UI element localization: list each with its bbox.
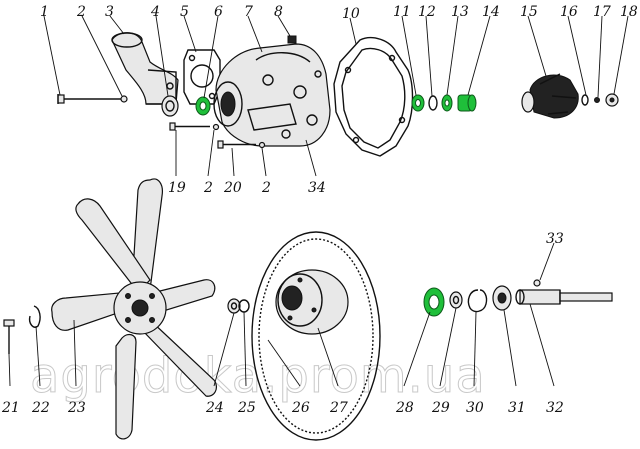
part-2-washer bbox=[120, 95, 128, 103]
label-30: 30 bbox=[466, 400, 484, 416]
part-24-washer bbox=[227, 298, 241, 314]
label-4: 4 bbox=[150, 4, 160, 20]
part-19-bolt bbox=[169, 122, 210, 131]
part-16-washer bbox=[581, 94, 589, 106]
part-6-seal-highlighted bbox=[195, 96, 211, 116]
part-8-plug bbox=[287, 35, 297, 44]
label-33: 33 bbox=[546, 231, 564, 247]
part-29-ring bbox=[449, 291, 463, 309]
label-34: 34 bbox=[308, 180, 326, 196]
label-24: 24 bbox=[205, 400, 224, 416]
label-14: 14 bbox=[482, 4, 500, 20]
part-17-ball bbox=[594, 97, 600, 103]
part-21-bolt bbox=[3, 319, 15, 354]
label-29: 29 bbox=[431, 400, 450, 416]
part-18-nut bbox=[605, 93, 619, 107]
label-1: 1 bbox=[40, 4, 49, 20]
label-3: 3 bbox=[105, 4, 114, 20]
label-23: 23 bbox=[67, 400, 86, 416]
label-26: 26 bbox=[291, 400, 310, 416]
part-3-outlet-elbow bbox=[111, 32, 179, 105]
part-4-ring bbox=[161, 95, 179, 117]
label-5: 5 bbox=[180, 4, 189, 20]
label-28: 28 bbox=[395, 400, 414, 416]
label-20: 20 bbox=[223, 180, 242, 196]
part-23-fan bbox=[51, 178, 218, 440]
part-22-lock-washer bbox=[28, 305, 41, 328]
label-15: 15 bbox=[520, 4, 538, 20]
part-32-shaft bbox=[515, 289, 613, 305]
label-19: 19 bbox=[168, 180, 186, 196]
part-26-v-belt bbox=[251, 231, 381, 441]
part-12-ring bbox=[428, 95, 438, 111]
label-22: 22 bbox=[31, 400, 50, 416]
label-16: 16 bbox=[560, 4, 578, 20]
part-33-ball bbox=[533, 279, 541, 287]
part-28-seal-highlighted bbox=[423, 287, 445, 317]
part-7-pump-housing bbox=[213, 43, 331, 147]
label-12: 12 bbox=[418, 4, 436, 20]
label-27: 27 bbox=[329, 400, 348, 416]
label-6: 6 bbox=[214, 4, 223, 20]
label-13: 13 bbox=[451, 4, 469, 20]
part-2-washer-b bbox=[212, 123, 220, 131]
label-10: 10 bbox=[342, 6, 360, 22]
part-20-bolt bbox=[217, 140, 256, 149]
label-17: 17 bbox=[593, 4, 611, 20]
label-2-mid-b: 2 bbox=[261, 180, 271, 196]
part-10-housing-gasket bbox=[333, 36, 414, 157]
leader-lines bbox=[8, 15, 629, 387]
part-14-sleeve-highlighted bbox=[457, 94, 477, 112]
part-1-long-bolt bbox=[57, 94, 124, 104]
part-31-bearing bbox=[492, 285, 512, 311]
label-2-mid-a: 2 bbox=[203, 180, 213, 196]
watermark-text: agrodoka.prom.ua bbox=[30, 348, 486, 404]
label-21: 21 bbox=[1, 400, 20, 416]
label-2-top: 2 bbox=[76, 4, 86, 20]
label-7: 7 bbox=[244, 4, 253, 20]
label-25: 25 bbox=[237, 400, 256, 416]
label-8: 8 bbox=[274, 4, 283, 20]
part-27-pulley bbox=[275, 269, 349, 335]
part-2-washer-c bbox=[258, 141, 266, 149]
part-15-impeller bbox=[521, 73, 579, 119]
label-32: 32 bbox=[546, 400, 564, 416]
label-31: 31 bbox=[508, 400, 526, 416]
part-30-snap-ring bbox=[467, 289, 488, 313]
label-11: 11 bbox=[393, 4, 411, 20]
label-18: 18 bbox=[620, 4, 638, 20]
part-13-washer-highlighted bbox=[441, 94, 453, 112]
part-11-bushing-highlighted bbox=[411, 94, 425, 112]
